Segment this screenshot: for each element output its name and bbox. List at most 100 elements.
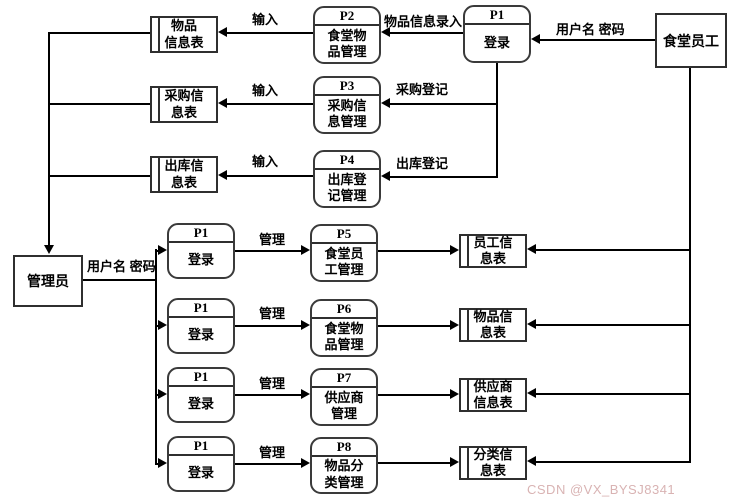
arrowhead (158, 245, 167, 255)
store-item-info-right: 物品信 息表 (459, 308, 527, 342)
flow-label-input-3: 输入 (252, 154, 279, 169)
arrowhead (301, 458, 310, 468)
store-stripe (467, 310, 469, 340)
connector-line (226, 32, 313, 34)
store-label: 供应商 信息表 (473, 378, 513, 410)
process-p7-supplier-mgmt: P7 供应商 管理 (310, 368, 378, 426)
arrowhead (381, 27, 390, 37)
store-label: 采购信 息表 (164, 88, 204, 120)
process-p2-item-mgmt: P2 食堂物 品管理 (313, 6, 381, 64)
process-name: 物品分 类管理 (324, 458, 364, 490)
arrowhead (450, 320, 459, 330)
process-p5-staff-mgmt: P5 食堂员 工管理 (310, 224, 378, 282)
flow-label-manage-3: 管理 (259, 376, 286, 391)
connector-line (536, 249, 690, 251)
connector-line (235, 394, 303, 396)
store-stripe (467, 236, 469, 266)
store-employee-info: 员工信 息表 (459, 234, 527, 268)
connector-line (155, 325, 160, 327)
process-name: 登录 (187, 326, 214, 342)
process-p1-login-a: P1 登录 (167, 223, 235, 279)
process-name: 登录 (187, 251, 214, 267)
flow-label-input-1: 输入 (252, 12, 279, 27)
process-p1-login-b: P1 登录 (167, 298, 235, 354)
arrowhead (301, 320, 310, 330)
arrowhead (301, 389, 310, 399)
arrowhead (527, 388, 536, 398)
connector-line (378, 462, 452, 464)
connector-line (496, 63, 498, 178)
connector-line (235, 325, 303, 327)
arrowhead (450, 457, 459, 467)
arrowhead (218, 27, 227, 37)
store-stripe (158, 158, 160, 191)
store-label: 分类信 息表 (473, 446, 513, 478)
connector-line (389, 176, 498, 178)
connector-line (235, 463, 303, 465)
flow-label-manage-2: 管理 (259, 306, 286, 321)
arrowhead (301, 245, 310, 255)
connector-line (389, 32, 463, 34)
process-p1-login-top: P1 登录 (463, 5, 531, 63)
process-name: 食堂物 品管理 (327, 27, 367, 59)
connector-line (536, 461, 690, 463)
process-name: 出库登 记管理 (327, 171, 367, 203)
arrowhead (450, 245, 459, 255)
store-stripe (467, 380, 469, 410)
store-label: 物品信 息表 (473, 308, 513, 340)
connector-line (48, 32, 150, 34)
process-p1-login-d: P1 登录 (167, 436, 235, 492)
arrowhead (158, 389, 167, 399)
process-name: 食堂员 工管理 (324, 245, 364, 277)
process-id: P1 (169, 438, 233, 456)
connector-line (48, 175, 150, 177)
arrowhead (44, 245, 54, 254)
connector-line (48, 103, 150, 105)
process-name: 登录 (187, 395, 214, 411)
process-p8-category-mgmt: P8 物品分 类管理 (310, 437, 378, 494)
connector-line (378, 394, 452, 396)
store-stripe (158, 18, 160, 51)
flow-label-manage-4: 管理 (259, 445, 286, 460)
process-name: 登录 (187, 464, 214, 480)
process-p6-item-mgmt: P6 食堂物 品管理 (310, 299, 378, 357)
entity-canteen-staff: 食堂员工 (655, 13, 727, 68)
arrowhead (450, 389, 459, 399)
store-purchase-info: 采购信 息表 (150, 86, 218, 123)
process-id: P4 (315, 152, 379, 170)
store-item-info-top: 物品 信息表 (150, 16, 218, 53)
connector-line (155, 250, 160, 252)
process-p1-login-c: P1 登录 (167, 367, 235, 423)
connector-line (235, 250, 303, 252)
process-id: P8 (312, 439, 376, 457)
process-name: 食堂物 品管理 (324, 320, 364, 352)
process-p4-outbound-mgmt: P4 出库登 记管理 (313, 150, 381, 208)
connector-line (378, 250, 452, 252)
arrowhead (218, 170, 227, 180)
connector-line (155, 249, 157, 465)
connector-line (83, 279, 157, 281)
flow-label-username-password-staff: 用户名 密码 (556, 22, 625, 37)
store-label: 物品 信息表 (164, 18, 204, 50)
connector-line (536, 324, 690, 326)
flow-label-outbound-register: 出库登记 (396, 156, 449, 171)
store-label: 员工信 息表 (473, 234, 513, 266)
connector-line (226, 175, 313, 177)
arrowhead (527, 456, 536, 466)
flow-label-purchase-register: 采购登记 (396, 82, 449, 97)
store-stripe (158, 88, 160, 121)
arrowhead (381, 171, 390, 181)
process-id: P3 (315, 78, 379, 96)
connector-line (155, 463, 160, 465)
connector-line (378, 325, 452, 327)
process-id: P6 (312, 301, 376, 319)
csdn-watermark: CSDN @VX_BYSJ8341 (527, 482, 676, 497)
arrowhead (218, 98, 227, 108)
flow-label-manage-1: 管理 (259, 232, 286, 247)
process-id: P1 (169, 300, 233, 318)
arrowhead (158, 458, 167, 468)
process-p3-purchase-mgmt: P3 采购信 息管理 (313, 76, 381, 134)
store-supplier-info: 供应商 信息表 (459, 378, 527, 412)
store-stripe (467, 448, 469, 478)
process-id: P1 (169, 225, 233, 243)
